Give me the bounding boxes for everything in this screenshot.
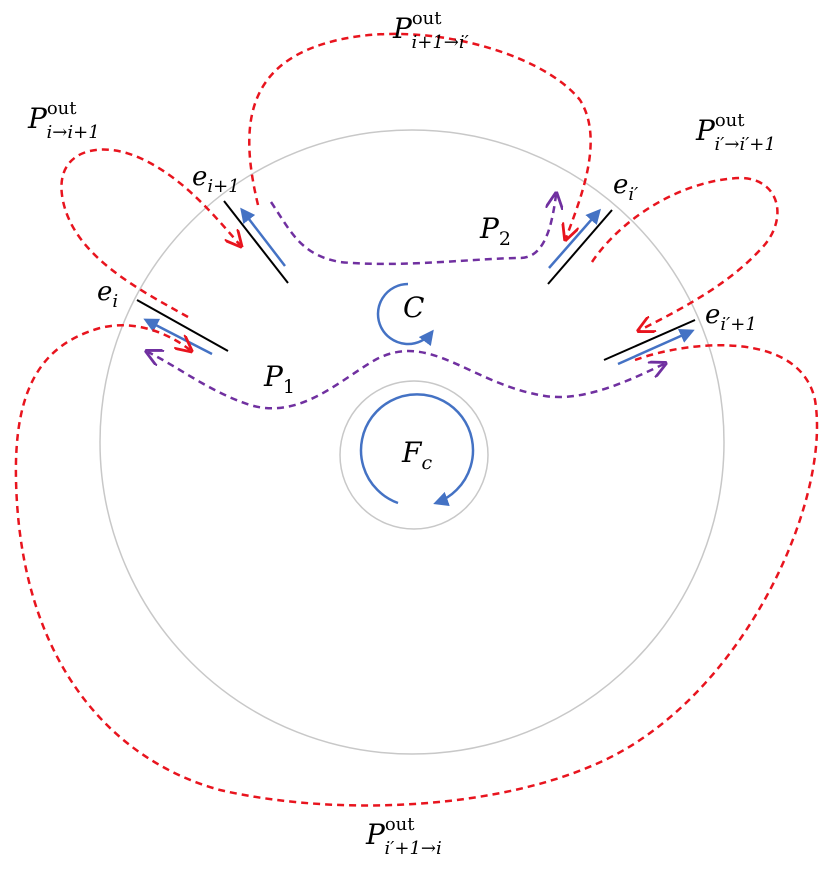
label-e-ip: ei′ [613, 170, 638, 205]
label-e-ip1: ei′+1 [705, 300, 757, 335]
edge-e-i1-orientation-arrow [240, 207, 286, 267]
edge-e-ip1-orientation-arrow [617, 329, 695, 366]
label-e-i1: ei+1 [192, 162, 240, 197]
cycle-c-arrow [376, 282, 434, 347]
label-e-i: ei [97, 277, 118, 312]
path-p1 [148, 351, 664, 410]
edge-e-i1 [223, 200, 289, 284]
face-fc-cycle-arrow [359, 393, 475, 506]
path-out-ip1-to-i [14, 324, 819, 807]
edge-e-ip [547, 209, 613, 285]
path-out-i1-to-ip [248, 32, 592, 238]
path-out-ip-to-ip1 [590, 176, 779, 330]
label-p2: P2 [479, 212, 511, 250]
outer-face-circle [99, 129, 725, 755]
path-out-i-to-i1 [60, 148, 240, 319]
path-p2 [269, 195, 556, 266]
label-p1: P1 [263, 360, 295, 398]
label-fc: Fc [401, 436, 432, 474]
inner-face-circle [339, 380, 489, 530]
label-c: C [403, 291, 424, 324]
edge-e-i [136, 299, 229, 352]
